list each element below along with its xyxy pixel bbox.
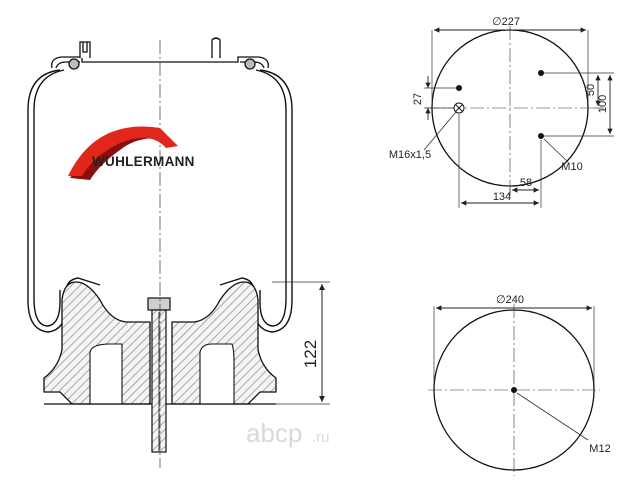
dim-50-label: 50 bbox=[585, 84, 597, 96]
watermark-suffix: .ru bbox=[312, 429, 330, 446]
top-plate bbox=[51, 37, 269, 70]
stud-hole-lower-right bbox=[538, 133, 544, 139]
center-thread-hole bbox=[511, 387, 517, 393]
stud-hole-upper-right bbox=[538, 70, 544, 76]
thread-m12-label: M12 bbox=[589, 443, 610, 455]
side-view: 122 WUHLERMANN bbox=[27, 37, 330, 468]
height-label: 122 bbox=[301, 340, 320, 368]
dim-134-label: 134 bbox=[493, 191, 511, 203]
piston-right-section bbox=[171, 281, 277, 405]
center-bolt bbox=[147, 297, 171, 453]
dim-27-label: 27 bbox=[412, 93, 424, 105]
top-view: ∅227 27 50 100 58 134 M16 bbox=[389, 16, 614, 208]
top-diameter-label: ∅227 bbox=[492, 16, 520, 28]
air-inlet-hole bbox=[453, 102, 465, 114]
dim-58-label: 58 bbox=[520, 177, 532, 189]
watermark-text: abcp bbox=[246, 418, 302, 448]
height-dimension: 122 bbox=[272, 281, 330, 405]
thread-m10-label: M10 bbox=[561, 161, 582, 173]
stud-hole-upper-left bbox=[456, 85, 462, 91]
bottom-diameter-label: ∅240 bbox=[496, 294, 524, 306]
watermark: abcp .ru bbox=[246, 418, 330, 448]
logo-swoosh-red bbox=[68, 126, 178, 176]
brand-name: WUHLERMANN bbox=[92, 154, 195, 169]
piston-left-section bbox=[43, 281, 151, 405]
logo-swoosh-dark bbox=[70, 134, 168, 180]
thread-m16-label: M16x1,5 bbox=[389, 149, 431, 161]
dim-100-label: 100 bbox=[597, 95, 609, 113]
bottom-view: ∅240 M12 bbox=[428, 294, 611, 476]
brand-logo: WUHLERMANN bbox=[68, 126, 195, 180]
